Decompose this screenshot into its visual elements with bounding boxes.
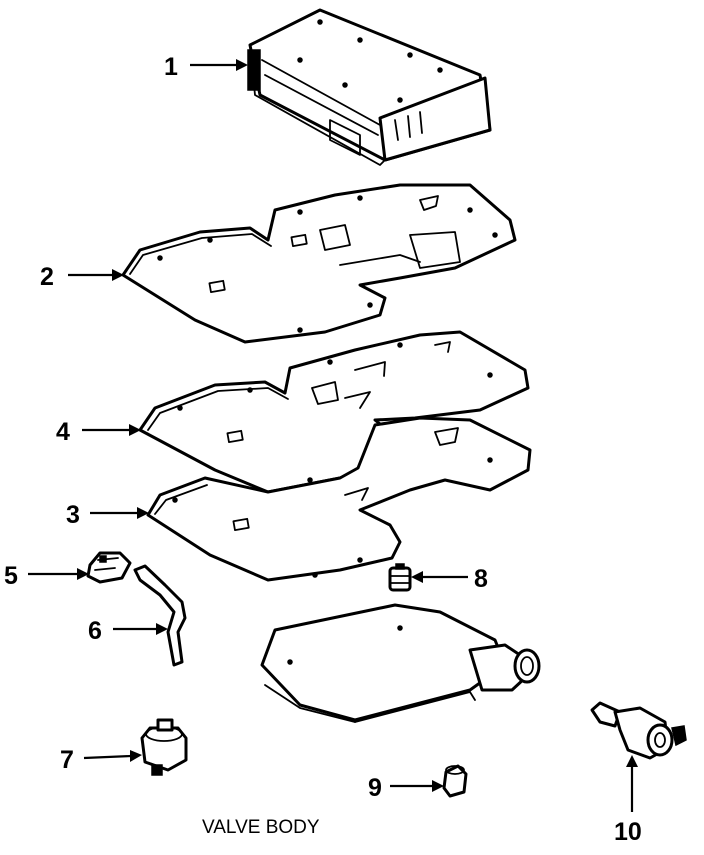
part-2-separator-plate[interactable]: [121, 183, 517, 344]
part-5-connector[interactable]: [86, 551, 132, 584]
oil-strainer: [260, 603, 541, 723]
part-6-pipe[interactable]: [133, 564, 187, 667]
callout-4: 4: [56, 418, 70, 446]
callout-6: 6: [88, 617, 102, 645]
diagram-caption: VALVE BODY: [202, 817, 320, 838]
part-10-solenoid[interactable]: [590, 701, 687, 760]
callout-1: 1: [164, 53, 178, 81]
callout-7: 7: [60, 746, 74, 774]
callout-2: 2: [40, 263, 54, 291]
part-8-plug[interactable]: [388, 563, 412, 592]
callout-8: 8: [474, 565, 488, 593]
part-1-valve-body[interactable]: [247, 8, 492, 166]
callout-3: 3: [66, 501, 80, 529]
callout-5: 5: [4, 562, 18, 590]
callout-10: 10: [614, 818, 642, 846]
part-7-solenoid[interactable]: [140, 718, 188, 776]
leader-lines: [28, 59, 638, 812]
part-3-gasket[interactable]: [146, 416, 532, 582]
part-9-plug[interactable]: [442, 764, 468, 798]
callout-9: 9: [368, 774, 382, 802]
callout-numbers: 1 2 3 4 5 6 7 8 9 10: [4, 53, 642, 846]
